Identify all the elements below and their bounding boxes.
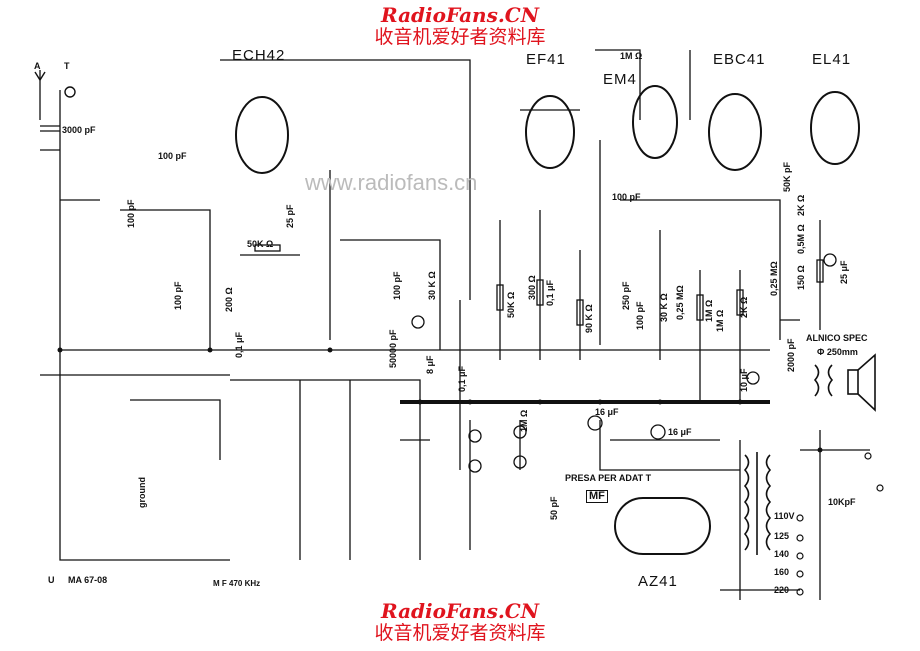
- label-200-ohm: 200 Ω: [224, 287, 234, 312]
- if-frequency-note: M F 470 KHz: [213, 579, 261, 588]
- label-30k-b: 30 K Ω: [659, 293, 669, 322]
- tube-label-em4: EM4: [603, 71, 637, 88]
- label-50kpf: 50K pF: [782, 161, 792, 192]
- antenna-label: A: [34, 61, 41, 71]
- label-25uf: 25 μF: [839, 260, 849, 284]
- label-50000pf: 50000 pF: [388, 329, 398, 368]
- label-mf-box: MF: [586, 490, 608, 503]
- tube-label-ech42: ECH42: [232, 47, 286, 64]
- label-100pf-rot-a: 100 pF: [126, 199, 136, 228]
- watermark-bottom: RadioFans.CN 收音机爱好者资料库: [0, 600, 920, 644]
- label-8uf: 8 μF: [425, 355, 435, 374]
- label-10kpf: 10KpF: [828, 497, 856, 507]
- watermark-top-en: RadioFans.CN: [381, 3, 539, 27]
- label-1m-rot-a: 1M Ω: [704, 299, 714, 322]
- label-2000pf: 2000 pF: [786, 338, 796, 372]
- label-50pf: 50 pF: [549, 496, 559, 520]
- label-50k: 50K Ω: [247, 239, 274, 249]
- label-16uf-a: 16 μF: [595, 407, 619, 417]
- label-3000pf: 3000 pF: [62, 125, 96, 135]
- tap-110v: 110V: [774, 511, 795, 521]
- label-10uf: 10 μF: [739, 368, 749, 392]
- label-300-ohm: 300 Ω: [527, 275, 537, 300]
- label-150-ohm: 150 Ω: [796, 265, 806, 290]
- label-025m-a: 0,25 MΩ: [675, 285, 685, 320]
- tap-125: 125: [774, 531, 790, 541]
- label-2k-b: 2K Ω: [796, 194, 806, 216]
- label-1m-left: 1M Ω: [620, 51, 643, 61]
- label-16uf-b: 16 μF: [668, 427, 692, 437]
- label-100pf-top: 100 pF: [158, 151, 187, 161]
- watermark-top-zh: 收音机爱好者资料库: [374, 26, 546, 48]
- watermark-bottom-zh: 收音机爱好者资料库: [374, 622, 546, 644]
- tube-label-az41: AZ41: [638, 573, 678, 590]
- label-01uf-b: 0,1 μF: [457, 365, 467, 392]
- tube-label-el41: EL41: [812, 51, 852, 68]
- label-presa-per-adatt: PRESA PER ADAT T: [565, 473, 652, 483]
- label-01uf-a: 0,1 μF: [234, 331, 244, 358]
- tube-label-ebc41: EBC41: [713, 51, 766, 68]
- watermark-bottom-en: RadioFans.CN: [381, 599, 539, 623]
- tap-220: 220: [774, 585, 790, 595]
- label-speaker-size: Φ 250mm: [817, 347, 858, 357]
- label-ground-sym: ground: [137, 477, 147, 508]
- label-1m-rot-b: 1M Ω: [715, 309, 725, 332]
- label-100pf-rot-b: 100 pF: [173, 281, 183, 310]
- label-100pf-em4: 100 pF: [612, 192, 641, 202]
- label-2k-a: 2K Ω: [739, 296, 749, 318]
- label-100pf-rot-d: 100 pF: [635, 301, 645, 330]
- tap-160: 160: [774, 567, 790, 577]
- label-25pf: 25 pF: [285, 204, 295, 228]
- label-30k-a: 30 K Ω: [427, 271, 437, 300]
- logo-mark: U: [48, 575, 55, 585]
- watermark-faint: www.radiofans.cn: [305, 170, 478, 195]
- watermark-top: RadioFans.CN 收音机爱好者资料库: [0, 4, 920, 48]
- label-50k-rot: 50K Ω: [506, 291, 516, 318]
- label-1m-pot: 1M Ω: [519, 409, 529, 432]
- ground-terminal-label: T: [64, 61, 70, 71]
- label-025m-b: 0,25 MΩ: [769, 261, 779, 296]
- label-05m: 0,5M Ω: [796, 224, 806, 254]
- tube-label-ef41: EF41: [526, 51, 566, 68]
- tap-140: 140: [774, 549, 790, 559]
- label-250pf: 250 pF: [621, 281, 631, 310]
- label-alnico-spec: ALNICO SPEC: [806, 333, 868, 343]
- label-90k: 90 K Ω: [584, 304, 594, 333]
- label-01uf-c: 0,1 μF: [545, 279, 555, 306]
- drawing-code: MA 67-08: [68, 575, 108, 585]
- label-100pf-rot-c: 100 pF: [392, 271, 402, 300]
